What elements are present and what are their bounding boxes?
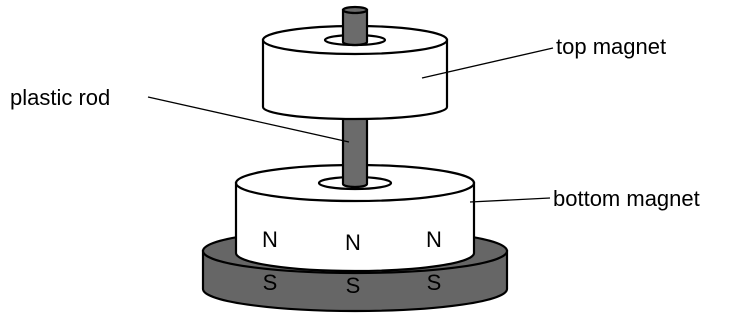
- label-plastic-rod: plastic rod: [10, 85, 110, 110]
- pole-n-middle: N: [345, 230, 361, 255]
- pole-s-middle: S: [346, 273, 361, 298]
- plastic-rod: [341, 108, 369, 189]
- pole-n-left: N: [262, 227, 278, 252]
- pole-s-left: S: [263, 270, 278, 295]
- label-top-magnet: top magnet: [556, 34, 666, 59]
- leader-line-bottom-magnet: [469, 197, 551, 203]
- label-bottom-magnet: bottom magnet: [553, 186, 700, 211]
- plastic-rod-top: [341, 5, 369, 47]
- leader-line-plastic-rod: [147, 96, 350, 143]
- pole-s-right: S: [427, 270, 442, 295]
- pole-n-right: N: [426, 227, 442, 252]
- leader-line-top-magnet: [421, 47, 554, 79]
